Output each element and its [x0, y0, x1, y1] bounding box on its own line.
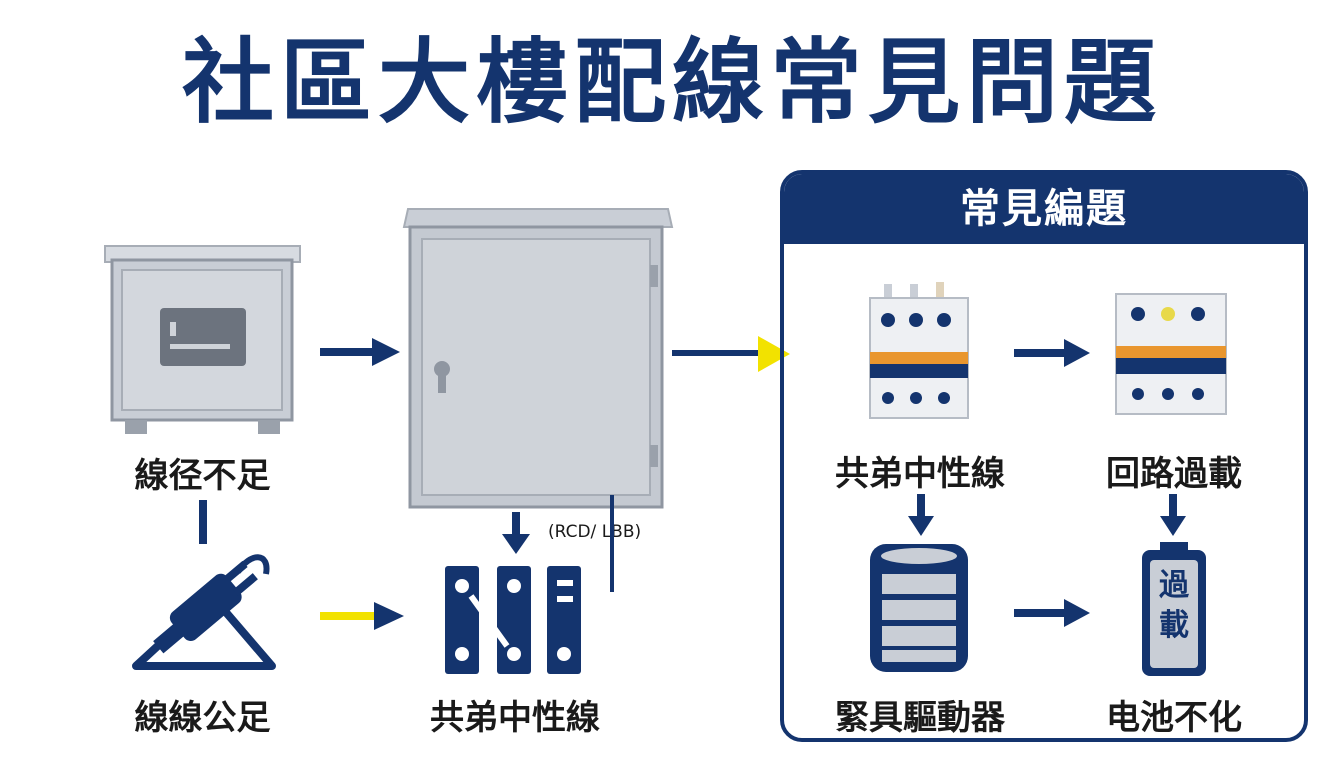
cabinet-drop-line — [610, 512, 614, 592]
arrow-right-to-panel — [672, 336, 790, 372]
breaker-icon — [869, 282, 969, 419]
meter-box-icon — [104, 245, 301, 434]
panel-heading: 常見編題 — [784, 174, 1304, 244]
breaker-right-label: 回路過載 — [1106, 454, 1242, 494]
battery-cell-text-2: 載 — [1159, 608, 1189, 643]
arrow-right — [1014, 599, 1090, 627]
meter-box-label: 線径不足 — [134, 456, 271, 496]
arrow-right — [1014, 339, 1090, 367]
battery-cell-icon — [1142, 542, 1206, 676]
arrow-right-yellow — [320, 602, 404, 630]
arrow-down — [502, 512, 530, 554]
battery-cell-text: 過 載 — [1146, 566, 1202, 646]
arrow-down — [1160, 494, 1186, 536]
rcd-note: (RCD/ LBB) — [548, 522, 642, 542]
drum-battery-label: 緊具驅動器 — [835, 698, 1005, 738]
common-issues-panel: 常見編題 — [780, 170, 1308, 742]
arrow-down — [908, 494, 934, 536]
battery-cell-text-1: 過 — [1159, 568, 1189, 603]
connector-line — [199, 500, 207, 544]
arrow-right — [320, 338, 400, 366]
switch-block-label: 共弟中性線 — [430, 698, 600, 738]
plug-label: 線線公足 — [134, 698, 271, 738]
battery-cell-label: 电池不化 — [1106, 698, 1242, 738]
breaker-left-label: 共弟中性線 — [835, 454, 1005, 494]
breaker-icon — [1115, 293, 1227, 415]
drum-battery-icon — [870, 544, 968, 672]
switch-block-icon — [445, 566, 581, 674]
plug-icon — [132, 554, 276, 670]
cabinet-icon — [402, 208, 674, 515]
page-title: 社區大樓配線常見問題 — [181, 29, 1162, 136]
